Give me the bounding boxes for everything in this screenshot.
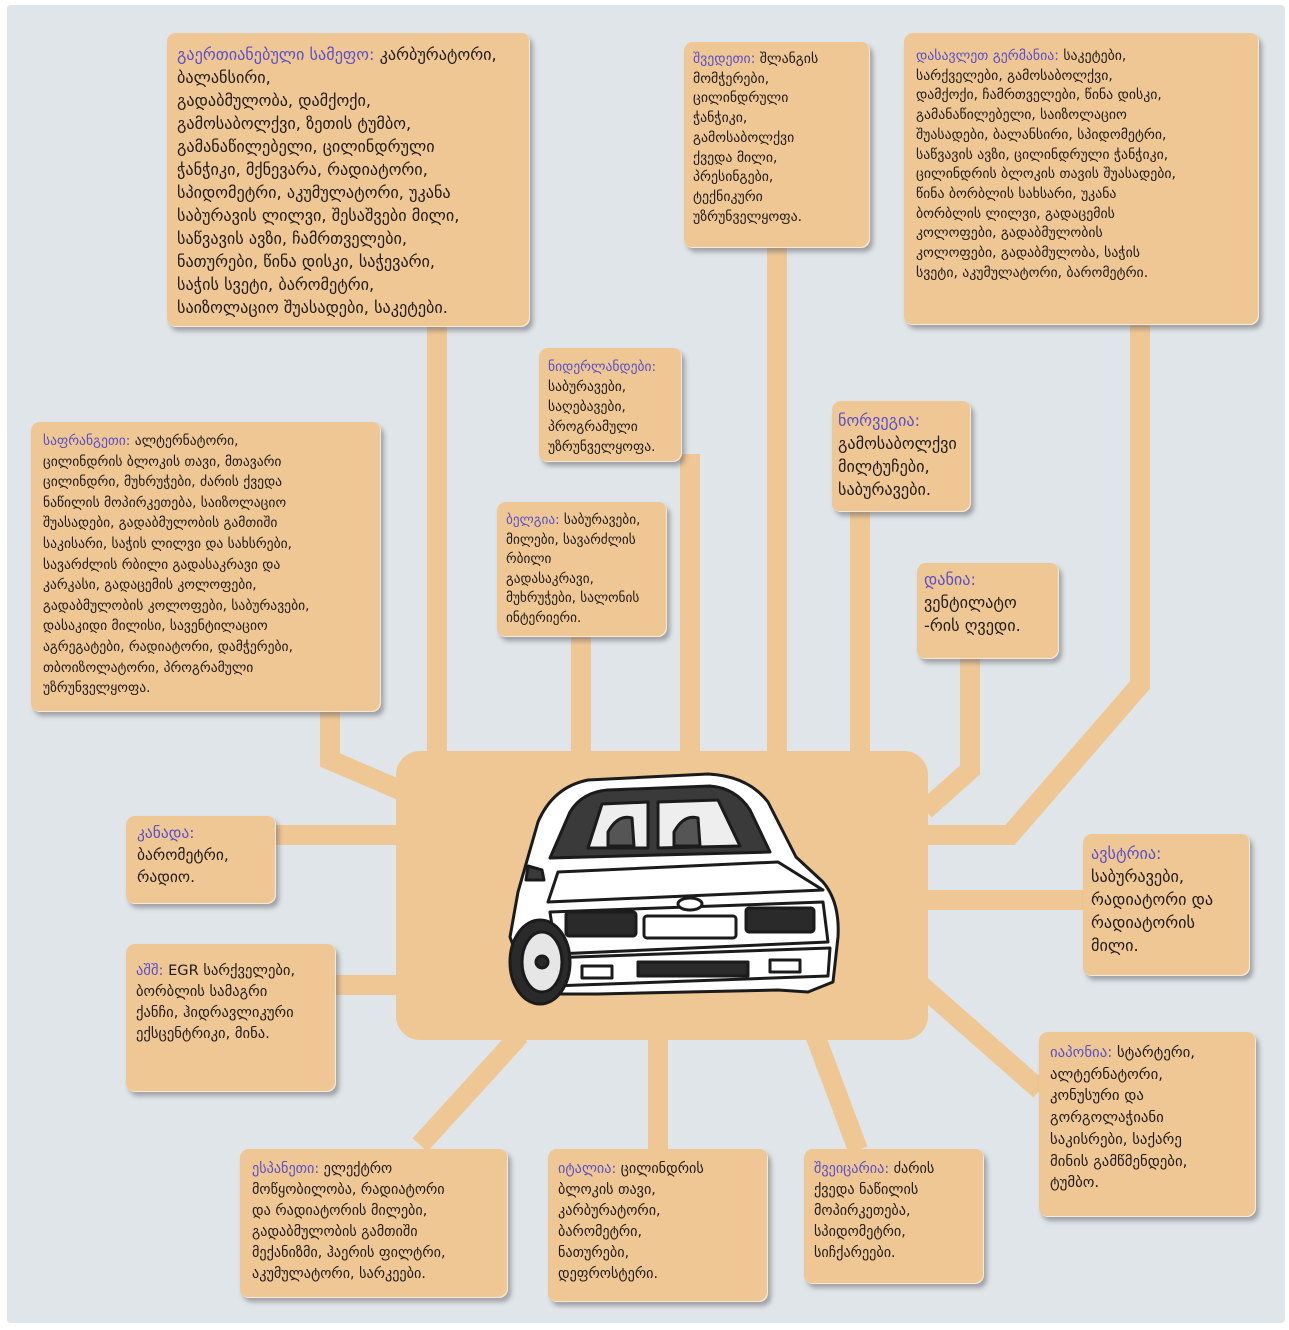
parts-list: ბარომეტრი, რადიო. [137, 846, 229, 886]
parts-list: საბურავები, მილები, სავარძლის რბილი გადა… [506, 513, 641, 626]
parts-list: შლანგის მომჭერები, ცილინდრული ჭანჭიკი, გ… [693, 51, 819, 225]
box-spain: ესპანეთი: ელექტრო მოწყობილობა, რადიატორი… [240, 1149, 508, 1298]
country-label: შვედეთი: [693, 51, 756, 67]
box-canada: კანადა: ბარომეტრი, რადიო. [126, 816, 276, 904]
country-label: იტალია: [558, 1161, 617, 1177]
parts-list: ვენტილატო -რის ღვედი. [924, 593, 1021, 635]
country-label: ავსტრია: [1091, 844, 1162, 863]
parts-list: კარბურატორი, ბალანსირი, გადაბმულობა, დამ… [177, 45, 497, 317]
parts-list: გამოსაბოლქვი მილტუჩები, საბურავები. [838, 434, 957, 499]
box-japan: იაპონია: სტარტერი, ალტერნატორი, კონუსური… [1039, 1032, 1256, 1217]
parts-list: ელექტრო მოწყობილობა, რადიატორი და რადიატ… [252, 1161, 446, 1282]
connector-west-germany [925, 320, 1150, 845]
parts-list: EGR სარქველები, ბორბლის სამაგრი ქანჩი, ჰ… [136, 962, 296, 1042]
box-west-germany: დასავლეთ გერმანია: საკეტები, სარქველები,… [904, 33, 1259, 325]
box-italy: იტალია: ცილინდრის ბლოკის თავი, კარბურატო… [548, 1149, 768, 1302]
box-norway: ნორვეგია: გამოსაბოლქვი მილტუჩები, საბურა… [832, 401, 971, 512]
box-austria: ავსტრია: საბურავები, რადიატორი და რადიატ… [1083, 834, 1250, 976]
country-label: იაპონია: [1050, 1044, 1113, 1061]
parts-list: საბურავები, საღებავები, პროგრამული უზრუნ… [548, 379, 656, 455]
box-france: საფრანგეთი: ალტერნატორი, ცილინდრის ბლოკი… [31, 422, 381, 712]
box-switzerland: შვეიცარია: ძარის ქვედა ნაწილის მოპირკეთე… [804, 1149, 984, 1284]
connector-france [320, 703, 404, 800]
connector-japan [908, 972, 1047, 1098]
country-label: გაერთიანებული სამეფო: [177, 45, 375, 64]
country-label: დანია: [924, 570, 976, 589]
box-denmark: დანია: ვენტილატო -რის ღვედი. [917, 563, 1059, 659]
country-label: შვეიცარია: [814, 1161, 890, 1177]
connector-switzerland [805, 1031, 868, 1154]
connector-spain [412, 1028, 528, 1152]
box-belgium: ბელგია: საბურავები, მილები, სავარძლის რბ… [497, 502, 667, 637]
country-label: დასავლეთ გერმანია: [916, 48, 1059, 64]
parts-list: ალტერნატორი, ცილინდრის ბლოკის თავი, მთავ… [43, 433, 310, 697]
box-netherlands: ნიდერლანდები: საბურავები, საღებავები, პრ… [539, 348, 682, 462]
country-label: ნორვეგია: [838, 411, 921, 430]
box-united-kingdom: გაერთიანებული სამეფო: კარბურატორი, ბალან… [167, 33, 530, 327]
box-sweden: შვედეთი: შლანგის მომჭერები, ცილინდრული ჭ… [684, 42, 870, 248]
country-label: ესპანეთი: [252, 1161, 320, 1177]
country-label: საფრანგეთი: [43, 433, 131, 449]
country-label: აშშ: [136, 962, 164, 979]
parts-list: საკეტები, სარქველები, გამოსაბოლქვი, დამქ… [916, 48, 1176, 281]
country-label: ნიდერლანდები: [548, 359, 657, 375]
parts-list: საბურავები, რადიატორი და რადიატორის მილი… [1091, 867, 1214, 955]
parts-list: სტარტერი, ალტერნატორი, კონუსური და გორგო… [1050, 1044, 1195, 1192]
country-label: ბელგია: [506, 513, 560, 528]
country-label: კანადა: [137, 824, 195, 842]
connector-denmark [918, 655, 980, 818]
parts-list: ძარის ქვედა ნაწილის მოპირკეთება, სპიდომე… [814, 1161, 935, 1261]
car-icon [508, 772, 840, 1006]
box-usa: აშშ: EGR სარქველები, ბორბლის სამაგრი ქან… [126, 944, 336, 1092]
parts-list: ცილინდრის ბლოკის თავი, კარბურატორი, ბარო… [558, 1161, 704, 1282]
